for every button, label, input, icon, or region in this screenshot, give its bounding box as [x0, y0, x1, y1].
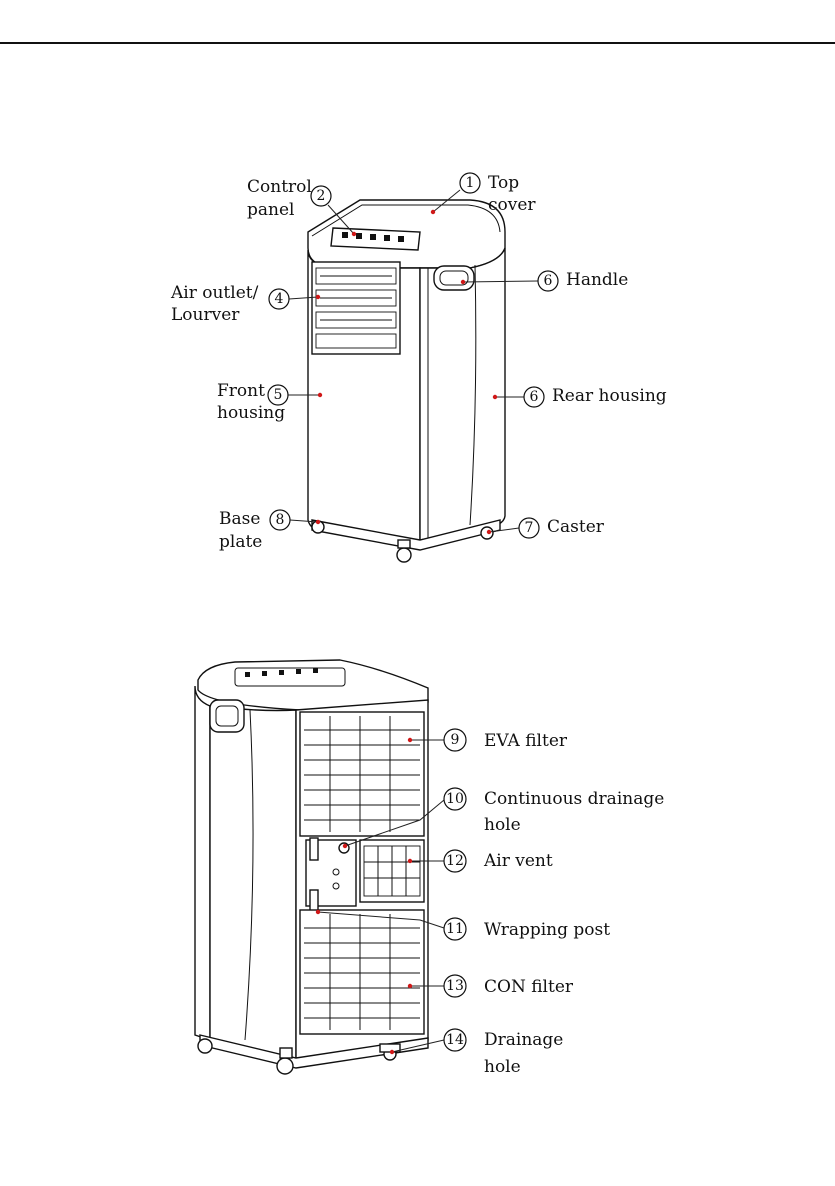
callout-label: Top [488, 173, 519, 193]
callout-label: Caster [547, 517, 605, 537]
callout-number: 5 [274, 387, 283, 403]
callout-label: Drainage [484, 1030, 563, 1050]
callout-number: 4 [275, 291, 284, 307]
callout-label: Air vent [483, 851, 553, 871]
callout-con-filter: 13 CON filter [408, 975, 574, 997]
callout-number: 14 [446, 1032, 464, 1048]
callout-label: Wrapping post [484, 920, 610, 940]
rear-housing-shape [420, 248, 505, 540]
callout-air-outlet: 4 Air outlet/ Lourver [170, 283, 320, 325]
callout-label: Rear housing [552, 386, 667, 406]
callout-label: Front [217, 381, 265, 401]
callout-number: 7 [525, 520, 534, 536]
callout-number: 11 [446, 921, 464, 937]
callout-label: hole [484, 815, 521, 835]
callout-air-vent: 12 Air vent [408, 850, 553, 872]
callout-eva-filter: 9 EVA filter [408, 729, 568, 751]
callout-number: 12 [446, 853, 464, 869]
rear-view-unit [195, 660, 428, 1074]
callout-caster: 7 Caster [487, 517, 605, 538]
front-view-unit [308, 200, 505, 562]
callout-label: Lourver [171, 305, 240, 325]
callout-label: EVA filter [484, 731, 568, 751]
callout-label: hole [484, 1057, 521, 1077]
callout-label: CON filter [484, 977, 574, 997]
callout-number: 2 [317, 188, 326, 204]
callout-label: cover [488, 195, 536, 215]
callout-label: Air outlet/ [170, 283, 259, 303]
callout-number: 8 [276, 512, 285, 528]
callout-number: 1 [466, 175, 475, 191]
callout-number: 6 [544, 273, 553, 289]
callout-label: Base [219, 509, 260, 529]
callout-label: panel [247, 200, 294, 220]
callout-label: Handle [566, 270, 628, 290]
callout-number: 6 [530, 389, 539, 405]
callout-number: 10 [446, 791, 464, 807]
callout-base-plate: 8 Base plate [219, 509, 320, 552]
callout-number: 9 [451, 732, 460, 748]
callout-label: housing [217, 403, 285, 423]
callout-label: Continuous drainage [484, 789, 664, 809]
callout-rear-housing: 6 Rear housing [493, 386, 667, 407]
callout-number: 13 [446, 978, 464, 994]
callout-label: Control [247, 177, 312, 197]
callout-label: plate [219, 532, 262, 552]
callout-front-housing: 5 Front housing [217, 381, 322, 423]
